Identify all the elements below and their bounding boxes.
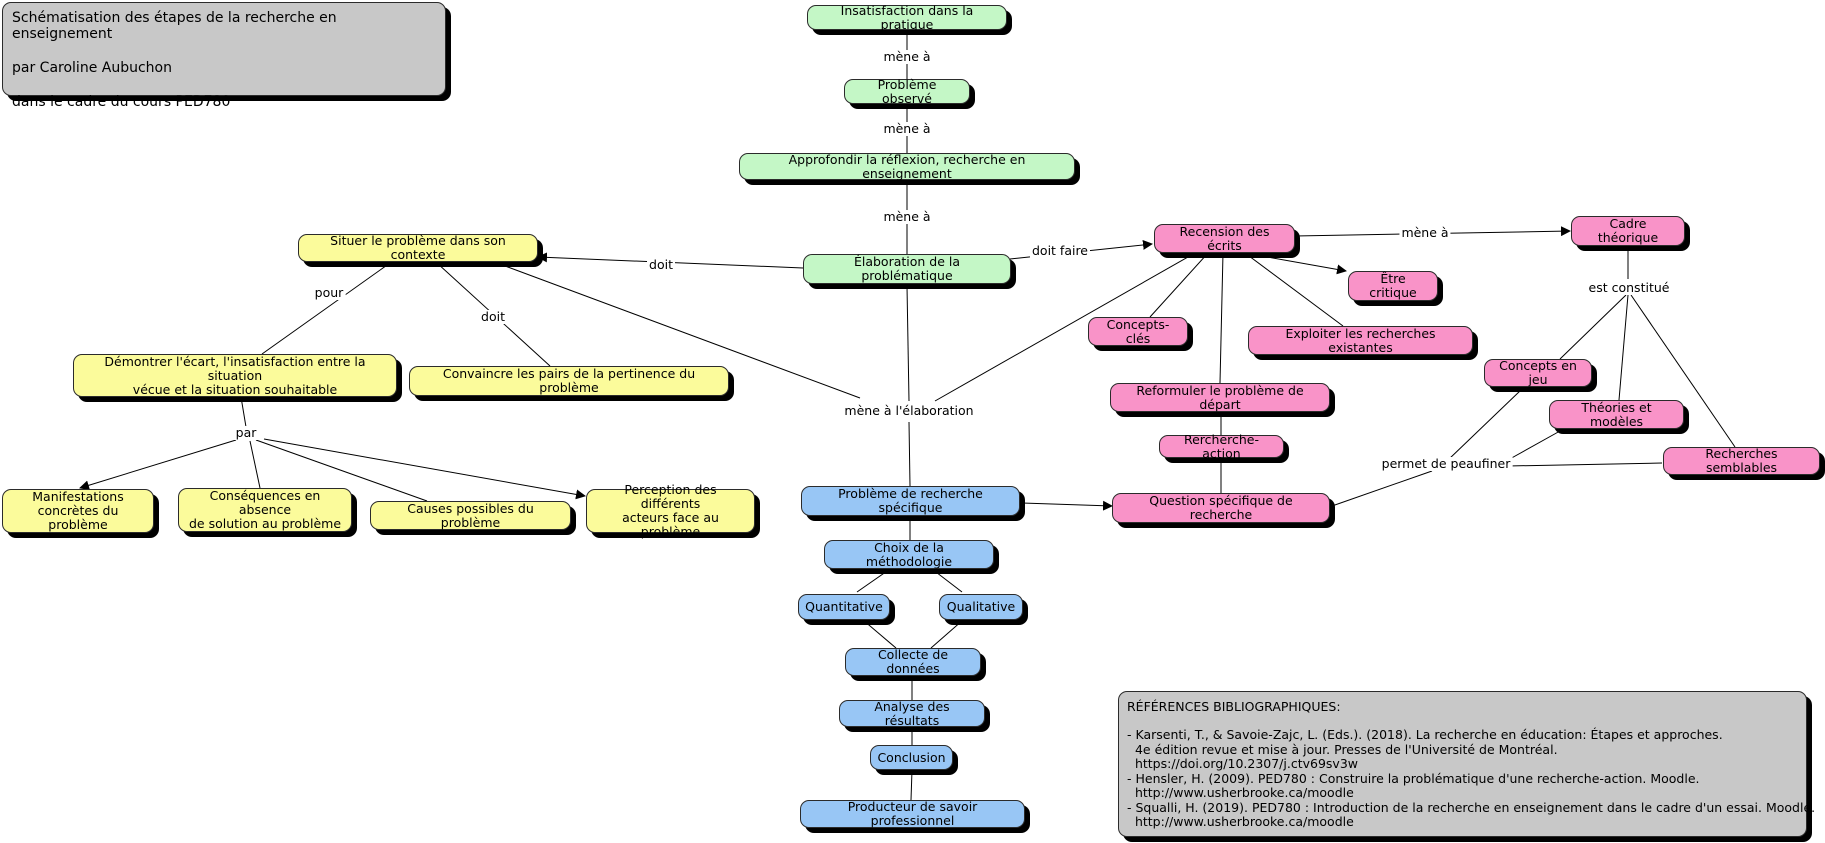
node-exploiter[interactable]: Exploiter les recherches existantes — [1248, 326, 1473, 355]
node-approfondir[interactable]: Approfondir la réflexion, recherche en e… — [739, 152, 1075, 180]
reference-line: - Squalli, H. (2019). PED780 : Introduct… — [1127, 799, 1816, 815]
edge-label-permet-de-peaufiner: permet de peaufiner — [1379, 456, 1513, 471]
node-demontrer[interactable]: Démontrer l'écart, l'insatisfaction entr… — [73, 354, 397, 397]
node-theories-modeles[interactable]: Théories et modèles — [1549, 400, 1684, 429]
references-title: RÉFÉRENCES BIBLIOGRAPHIQUES: — [1127, 699, 1341, 714]
node-perception[interactable]: Perception des différents acteurs face a… — [586, 483, 755, 539]
reference-line: https://doi.org/10.2307/j.ctv69sv3w — [1127, 756, 1359, 771]
reference-line: - Karsenti, T., & Savoie-Zajc, L. (Eds.)… — [1127, 727, 1723, 742]
node-cadre-theorique[interactable]: Cadre théorique — [1571, 216, 1685, 246]
edge-label-est-constitue: est constitué — [1586, 280, 1672, 295]
node-recherches-semblables[interactable]: Recherches semblables — [1663, 447, 1820, 475]
node-insatisfaction[interactable]: Insatisfaction dans la pratique — [807, 3, 1007, 31]
node-elaboration[interactable]: Élaboration de la problématique — [803, 254, 1011, 284]
node-choix-methodologie[interactable]: Choix de la méthodologie — [824, 540, 994, 569]
edge-label-doit-faire: doit faire — [1029, 243, 1091, 258]
edge-label-mene-a-elaboration: mène à l'élaboration — [842, 403, 976, 418]
title-box: Schématisation des étapes de la recherch… — [2, 2, 446, 110]
reference-line: 4e édition revue et mise à jour. Presses… — [1127, 741, 1558, 757]
edge-label-pour: pour — [312, 285, 346, 300]
edge-label-doit: doit — [647, 257, 675, 272]
diagram-title: Schématisation des étapes de la recherch… — [12, 10, 337, 42]
node-recherche-action[interactable]: Rercherche-action — [1159, 432, 1284, 460]
node-quantitative[interactable]: Quantitative — [798, 594, 890, 620]
node-causes[interactable]: Causes possibles du problème — [370, 501, 571, 530]
reference-line: http://www.usherbrooke.ca/moodle — [1127, 814, 1354, 829]
node-analyse[interactable]: Analyse des résultats — [839, 699, 985, 727]
edge-label-mene-a: mène à — [1399, 225, 1451, 240]
reference-line: - Hensler, H. (2009). PED780 : Construir… — [1127, 770, 1700, 786]
node-probleme-specifique[interactable]: Problème de recherche spécifique — [801, 486, 1020, 516]
node-consequences[interactable]: Conséquences en absence de solution au p… — [178, 488, 352, 532]
edge-label-mene-a: mène à — [881, 121, 933, 136]
reference-line: http://www.usherbrooke.ca/moodle — [1127, 785, 1354, 800]
node-conclusion[interactable]: Conclusion — [870, 745, 953, 770]
node-convaincre[interactable]: Convaincre les pairs de la pertinence du… — [409, 366, 729, 396]
node-producteur[interactable]: Producteur de savoir professionnel — [800, 800, 1025, 828]
edge-label-doit: doit — [479, 309, 507, 324]
node-concepts-cles[interactable]: Concepts-clés — [1088, 317, 1188, 346]
node-situer[interactable]: Situer le problème dans son contexte — [298, 234, 538, 262]
references-box: RÉFÉRENCES BIBLIOGRAPHIQUES: - Karsenti,… — [1118, 691, 1816, 837]
node-concepts-en-jeu[interactable]: Concepts en jeu — [1484, 359, 1592, 387]
node-question-specifique[interactable]: Question spécifique de recherche — [1112, 493, 1330, 523]
course-line: dans le cadre du cours PED780 — [12, 94, 231, 110]
edge-label-mene-a: mène à — [881, 209, 933, 224]
author-line: par Caroline Aubuchon — [12, 60, 172, 76]
node-qualitative[interactable]: Qualitative — [939, 594, 1023, 620]
node-probleme-observe[interactable]: Problème observé — [844, 77, 970, 105]
node-collecte[interactable]: Collecte de données — [845, 648, 981, 676]
node-recension[interactable]: Recension des écrits — [1154, 224, 1295, 253]
node-etre-critique[interactable]: Être critique — [1348, 271, 1438, 301]
edge-label-mene-a: mène à — [881, 49, 933, 64]
node-manifestations[interactable]: Manifestations concrètes du problème — [2, 489, 154, 533]
edge-label-par: par — [233, 425, 259, 440]
node-reformuler[interactable]: Reformuler le problème de départ — [1110, 383, 1330, 412]
